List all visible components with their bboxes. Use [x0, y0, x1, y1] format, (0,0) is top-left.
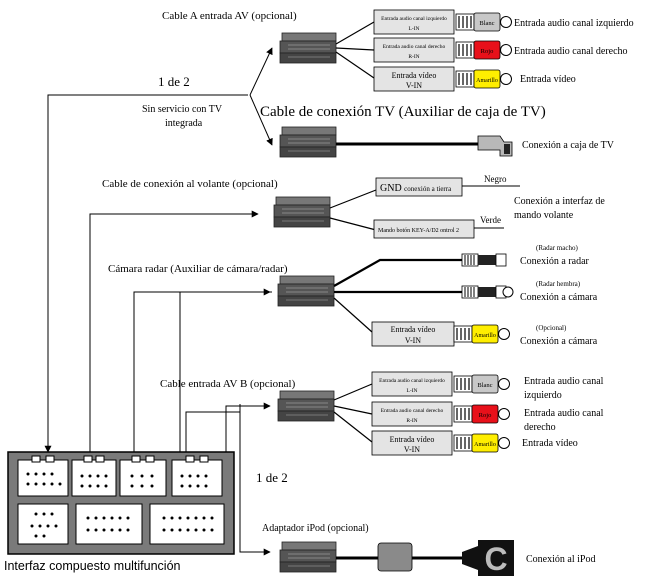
- tv-box-plug: [477, 135, 513, 157]
- svg-text:Entrada vídeo: Entrada vídeo: [392, 71, 437, 80]
- steering-conn-line2: mando volante: [514, 210, 574, 221]
- one-of-two-top: 1 de 2: [158, 74, 190, 89]
- svg-text:V-IN: V-IN: [406, 81, 422, 90]
- radar-conn-label: Conexión a radar: [520, 256, 590, 267]
- svg-text:Amarillo: Amarillo: [474, 333, 496, 339]
- svg-text:Rojo: Rojo: [481, 48, 494, 55]
- cable-b-right-audio-box: Entrada audio canal derecho R-IN: [371, 401, 453, 427]
- ipod-adapter-box: [377, 542, 413, 572]
- svg-text:R-IN: R-IN: [408, 54, 419, 60]
- ipod-harness: [279, 541, 337, 573]
- svg-text:Entrada audio canal derecho: Entrada audio canal derecho: [381, 408, 444, 414]
- steering-harness: [273, 196, 331, 228]
- tv-box-conn-label: Conexión a caja de TV: [522, 140, 615, 151]
- svg-text:Entrada audio canal derecho: Entrada audio canal derecho: [383, 44, 446, 50]
- steering-title: Cable de conexión al volante (opcional): [102, 178, 278, 190]
- cable-b-harness: [277, 390, 335, 422]
- svg-text:V-IN: V-IN: [404, 445, 420, 454]
- cable-b-right-conn-l2: derecho: [524, 422, 556, 433]
- cable-a-right-audio-box: Entrada audio canal derecho R-IN: [373, 37, 455, 63]
- cable-a-red-plug: Rojo: [455, 40, 513, 60]
- cable-b-left-conn-l2: izquierdo: [524, 390, 562, 401]
- cable-b-left-audio-box: Entrada audio canal izquierdo L-IN: [371, 371, 453, 397]
- one-of-two-bottom: 1 de 2: [256, 470, 288, 485]
- cable-b-white-plug: Blanc: [453, 374, 511, 394]
- ipod-title: Adaptador iPod (opcional): [262, 523, 369, 534]
- svg-text:L-IN: L-IN: [407, 388, 418, 394]
- ipod-dock-plug: C: [462, 540, 514, 576]
- cable-a-right-conn-label: Entrada audio canal derecho: [514, 46, 628, 57]
- radar-macho-label: (Radar macho): [536, 244, 578, 252]
- svg-text:R-IN: R-IN: [406, 418, 417, 424]
- cable-b-right-conn-l1: Entrada audio canal: [524, 408, 604, 419]
- cable-b-red-plug: Rojo: [453, 404, 511, 424]
- cable-a-video-conn-label: Entrada vídeo: [520, 74, 576, 85]
- svg-text:V-IN: V-IN: [405, 336, 421, 345]
- svg-text:Amarillo: Amarillo: [476, 78, 498, 84]
- no-service-line1: Sin servicio con TV: [142, 104, 223, 115]
- cable-a-white-plug: Blanc: [455, 12, 513, 32]
- radar-male-plug: [461, 253, 507, 267]
- svg-text:Entrada audio canal izquierdo: Entrada audio canal izquierdo: [379, 378, 445, 384]
- svg-text:Entrada vídeo: Entrada vídeo: [391, 325, 436, 334]
- cable-b-video-box: Entrada vídeo V-IN: [371, 430, 453, 456]
- svg-text:Amarillo: Amarillo: [474, 442, 496, 448]
- camera-yellow-plug: Amarillo: [453, 324, 511, 344]
- svg-text:C: C: [484, 541, 507, 576]
- svg-text:Rojo: Rojo: [479, 412, 492, 419]
- svg-text:GND conexión a tierra: GND conexión a tierra: [380, 183, 452, 194]
- tv-harness: [279, 126, 337, 158]
- svg-text:Entrada audio canal izquierdo: Entrada audio canal izquierdo: [381, 16, 447, 22]
- cable-a-left-conn-label: Entrada audio canal izquierdo: [514, 18, 634, 29]
- radar-female-plug: [461, 285, 514, 299]
- cable-b-yellow-plug: Amarillo: [453, 433, 511, 453]
- camera-harness: [277, 275, 335, 307]
- ipod-conn-label: Conexión al iPod: [526, 554, 595, 565]
- verde-label: Verde: [480, 215, 501, 225]
- svg-text:L-IN: L-IN: [409, 26, 420, 32]
- cable-a-yellow-plug: Amarillo: [455, 69, 513, 89]
- no-service-line2: integrada: [165, 118, 203, 129]
- svg-text:Blanc: Blanc: [477, 382, 492, 389]
- gnd-box: GND conexión a tierra: [375, 177, 463, 197]
- svg-text:Blanc: Blanc: [479, 20, 494, 27]
- interface-label: Interfaz compuesto multifunción: [4, 559, 181, 573]
- camera-conn2-label: Conexión a cámara: [520, 336, 598, 347]
- cable-b-left-conn-l1: Entrada audio canal: [524, 376, 604, 387]
- negro-label: Negro: [484, 174, 507, 184]
- steering-conn-line1: Conexión a interfaz de: [514, 196, 605, 207]
- camera-conn-label: Conexión a cámara: [520, 292, 598, 303]
- cable-b-title: Cable entrada AV B (opcional): [160, 378, 296, 390]
- cable-a-harness: [279, 32, 337, 64]
- svg-text:Mando botón KEY-A/D2 ontrol 2: Mando botón KEY-A/D2 ontrol 2: [378, 228, 459, 234]
- radar-hembra-label: (Radar hembra): [536, 280, 581, 288]
- svg-text:Entrada vídeo: Entrada vídeo: [390, 435, 435, 444]
- cable-a-video-box: Entrada vídeo V-IN: [373, 66, 455, 92]
- camera-title: Cámara radar (Auxiliar de cámara/radar): [108, 263, 288, 275]
- cable-b-video-conn-label: Entrada vídeo: [522, 438, 578, 449]
- mando-box: Mando botón KEY-A/D2 ontrol 2: [373, 219, 475, 239]
- cable-a-left-audio-box: Entrada audio canal izquierdo L-IN: [373, 9, 455, 35]
- cable-a-title: Cable A entrada AV (opcional): [162, 10, 297, 22]
- interface-panel: [7, 451, 235, 555]
- opcional-label: (Opcional): [536, 324, 567, 332]
- tv-cable-title: Cable de conexión TV (Auxiliar de caja d…: [260, 104, 546, 120]
- camera-video-box: Entrada vídeo V-IN: [371, 321, 455, 347]
